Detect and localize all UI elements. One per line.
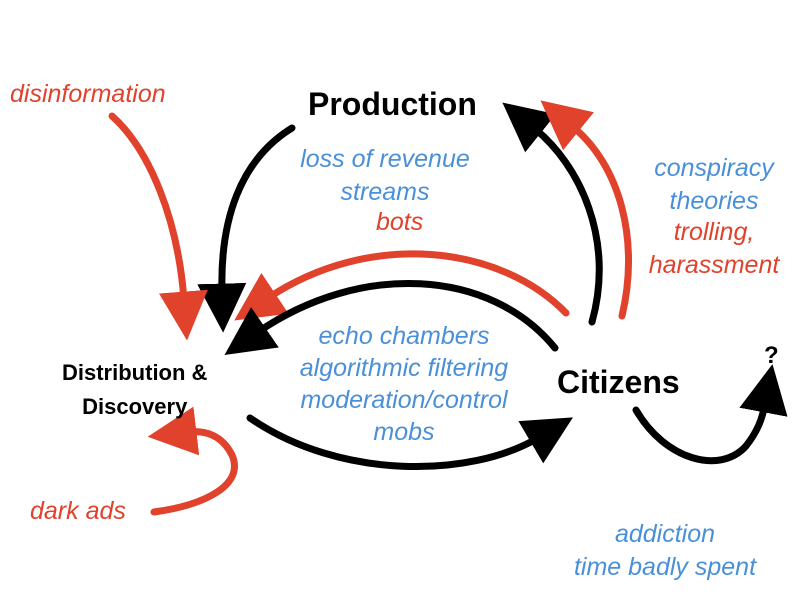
- arrow-production-to-distribution: [197, 124, 296, 333]
- label-disinformation: disinformation: [10, 80, 166, 108]
- label-time-badly-spent: time badly spent: [573, 553, 757, 581]
- node-citizens: Citizens: [557, 364, 680, 400]
- node-distribution-line2: Discovery: [82, 394, 188, 419]
- label-mobs: mobs: [373, 418, 435, 446]
- label-loss-of-revenue-line1: loss of revenue: [300, 145, 470, 173]
- label-distribution-effects: echo chambers algorithmic filtering mode…: [276, 320, 532, 448]
- node-distribution-line1: Distribution &: [62, 360, 208, 385]
- label-addiction: addiction time badly spent: [552, 518, 778, 584]
- label-algorithmic-filtering: algorithmic filtering: [299, 354, 509, 382]
- label-loss-of-revenue: loss of revenue streams: [285, 143, 485, 209]
- arrow-trolling-to-production: [540, 100, 632, 320]
- label-dark-ads: dark ads: [30, 497, 126, 525]
- label-trolling-line1: trolling,: [673, 218, 755, 246]
- node-production: Production: [308, 86, 477, 122]
- arrow-bots-to-distribution: [234, 250, 570, 321]
- label-moderation-control: moderation/control: [300, 386, 508, 414]
- arrow-disinformation-to-distribution: [108, 112, 208, 341]
- label-echo-chambers: echo chambers: [318, 322, 490, 350]
- label-loss-of-revenue-line2: streams: [340, 178, 430, 206]
- arrow-dark-ads-to-distribution: [147, 406, 238, 516]
- arrow-citizens-to-unknown: [632, 364, 788, 465]
- label-conspiracy-line2: theories: [669, 187, 759, 215]
- arrow-distribution-to-citizens: [246, 414, 574, 471]
- label-conspiracy-line1: conspiracy: [654, 154, 774, 182]
- label-bots: bots: [376, 208, 424, 236]
- label-addiction-line1: addiction: [614, 520, 716, 548]
- label-trolling-line2: harassment: [648, 251, 780, 279]
- label-trolling-harassment: trolling, harassment: [636, 216, 792, 282]
- label-conspiracy-theories: conspiracy theories: [636, 152, 792, 218]
- node-unknown: ?: [764, 342, 779, 369]
- node-distribution-discovery: Distribution & Discovery: [62, 356, 207, 424]
- arrow-citizens-to-distribution: [224, 279, 559, 355]
